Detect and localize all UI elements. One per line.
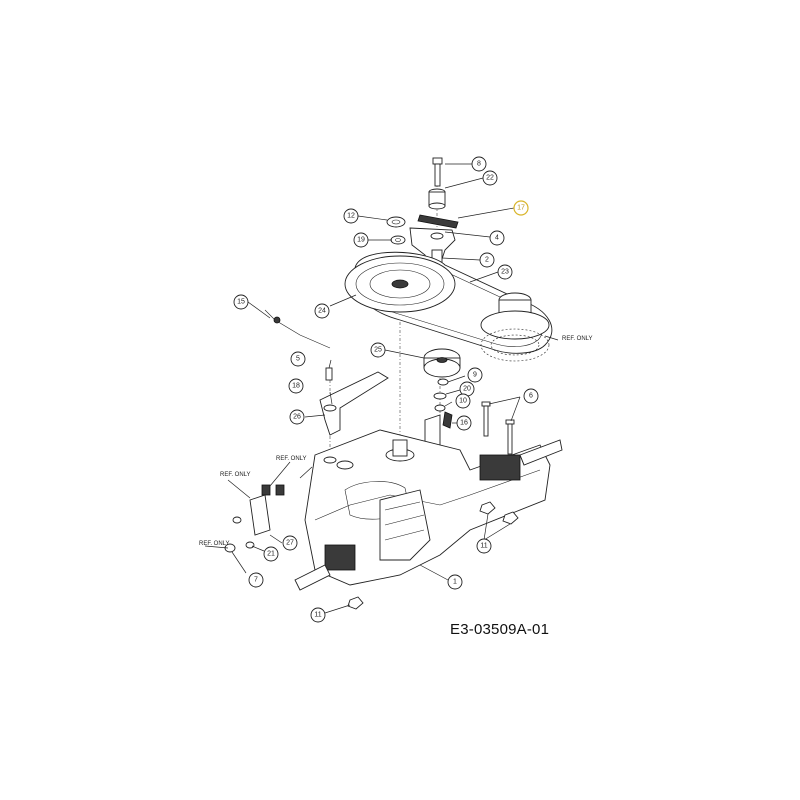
idler-pulley-part — [423, 348, 461, 378]
callout-label: 6 — [529, 393, 533, 400]
callout-8: 8 — [471, 156, 487, 172]
spring-part — [417, 214, 459, 229]
washer-part — [433, 378, 449, 412]
callout-6: 6 — [523, 388, 539, 404]
spacer-part — [428, 188, 446, 210]
callout-label: 18 — [292, 383, 300, 390]
spring-part — [442, 411, 453, 429]
bolt-part — [481, 401, 515, 455]
callout-22: 22 — [482, 170, 498, 186]
callout-20: 20 — [459, 381, 475, 397]
engine-pulley-part — [480, 292, 550, 362]
control-rod-part — [264, 309, 331, 349]
callout-7: 7 — [248, 572, 264, 588]
callout-26: 26 — [289, 409, 305, 425]
callout-19: 19 — [353, 232, 369, 248]
callout-25: 25 — [370, 342, 386, 358]
callout-label: 17 — [517, 205, 525, 212]
callout-1: 1 — [447, 574, 463, 590]
callout-24: 24 — [314, 303, 330, 319]
callout-label: 25 — [374, 347, 382, 354]
callout-5: 5 — [290, 351, 306, 367]
callout-11-right: 11 — [476, 538, 492, 554]
callout-18: 18 — [288, 378, 304, 394]
nut-part — [386, 216, 406, 228]
callout-15: 15 — [233, 294, 249, 310]
callout-11-left: 11 — [310, 607, 326, 623]
callout-27: 27 — [282, 535, 298, 551]
drawing-number: E3-03509A-01 — [450, 621, 550, 638]
callout-label: 15 — [237, 299, 245, 306]
callout-12: 12 — [343, 208, 359, 224]
callout-23: 23 — [497, 264, 513, 280]
callout-label: 2 — [485, 257, 489, 264]
callout-label: 24 — [318, 308, 326, 315]
lever-arm-part — [319, 371, 389, 436]
callout-label: 4 — [495, 235, 499, 242]
callout-label: 11 — [480, 543, 487, 550]
pin-part — [325, 367, 333, 381]
washer-part — [390, 235, 406, 245]
callout-label: 9 — [473, 372, 477, 379]
nut-part — [347, 501, 519, 610]
callout-label: 21 — [267, 551, 275, 558]
callout-label: 27 — [286, 540, 294, 547]
callout-label: 8 — [477, 161, 481, 168]
leader-lines — [204, 163, 559, 614]
callout-17: 17 — [513, 200, 529, 216]
callout-10: 10 — [455, 393, 471, 409]
callout-2: 2 — [479, 252, 495, 268]
callout-label: 11 — [314, 612, 321, 619]
ref-only-label: REF. ONLY — [220, 472, 251, 478]
bolt-part — [432, 157, 443, 187]
callout-label: 26 — [293, 414, 301, 421]
callout-label: 20 — [463, 386, 471, 393]
ref-only-label: REF. ONLY — [276, 456, 307, 462]
callout-label: 22 — [486, 175, 494, 182]
callout-label: 16 — [460, 420, 468, 427]
callout-label: 12 — [347, 213, 355, 220]
ref-only-label: REF. ONLY — [199, 541, 230, 547]
callout-label: 10 — [459, 398, 467, 405]
callout-label: 7 — [254, 577, 258, 584]
bracket-part — [224, 484, 285, 553]
callout-label: 19 — [357, 237, 365, 244]
callout-21: 21 — [263, 546, 279, 562]
callout-label: 23 — [501, 269, 509, 276]
callout-16: 16 — [456, 415, 472, 431]
pulley-part — [344, 255, 456, 313]
callout-9: 9 — [467, 367, 483, 383]
ref-only-label: REF. ONLY — [562, 336, 593, 342]
callout-label: 5 — [296, 356, 300, 363]
transaxle-part — [294, 429, 563, 591]
callout-label: 1 — [453, 579, 457, 586]
callout-4: 4 — [489, 230, 505, 246]
